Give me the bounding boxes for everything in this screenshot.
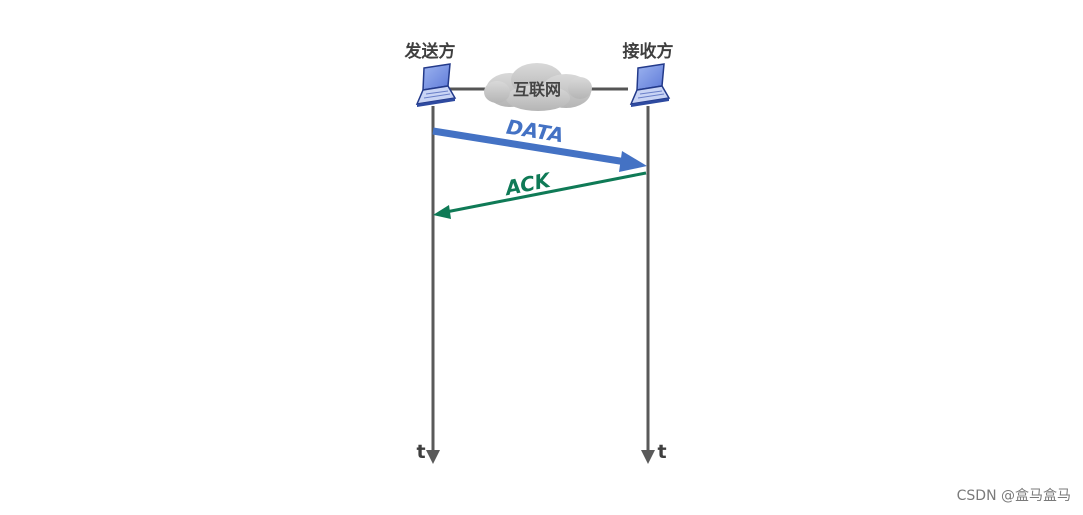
laptop-icon [629,63,671,107]
ack-arrow [445,171,647,214]
receiver-label: 接收方 [623,41,674,62]
receiver-timeline-arrowhead [641,450,655,464]
laptop-icon [415,63,457,107]
sender-label: 发送方 [404,41,456,62]
ack-label: ACK [501,168,553,201]
network-label: 互联网 [513,80,561,99]
sender-time-label: t [416,441,425,463]
data-arrowhead [619,151,647,172]
data-arrow [432,127,627,166]
ack-arrowhead [433,205,451,219]
sender-timeline-arrowhead [426,450,440,464]
receiver-time-label: t [657,441,666,463]
watermark: CSDN @盒马盒马 [956,488,1071,504]
cloud-icon [484,63,592,111]
